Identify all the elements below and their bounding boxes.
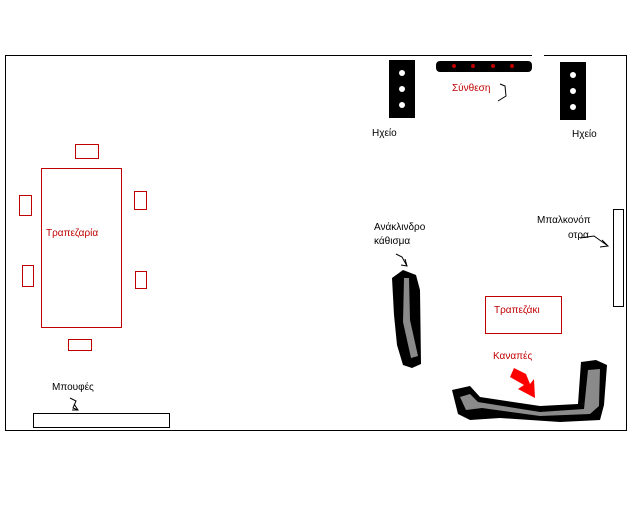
balcony-label-line1: Μπαλκονόπ bbox=[537, 215, 591, 226]
speaker-cone-icon bbox=[399, 86, 405, 92]
recliner-label-line2: κάθισμα bbox=[374, 236, 411, 247]
sofa-pointer-arrow bbox=[510, 368, 535, 398]
speaker-cone-icon bbox=[570, 72, 576, 78]
sideboard-label: Μπουφές bbox=[52, 382, 94, 393]
dining-chair-left-bottom bbox=[22, 265, 34, 287]
recliner-cushion bbox=[403, 278, 418, 358]
dining-chair-right-bottom bbox=[135, 271, 147, 289]
speaker-right-label: Ηχείο bbox=[572, 129, 597, 140]
stereo-pointer-arrow bbox=[497, 83, 507, 102]
coffee-table-label: Τραπεζάκι bbox=[494, 305, 540, 316]
balcony-door bbox=[613, 209, 624, 307]
dining-chair-top bbox=[75, 144, 99, 159]
recliner-pointer-arrow bbox=[395, 253, 408, 267]
dining-table-label: Τραπεζαρία bbox=[46, 228, 99, 239]
speaker-cone-icon bbox=[570, 88, 576, 94]
speaker-cone-icon bbox=[399, 102, 405, 108]
recliner-label-line1: Ανάκλινδρο bbox=[374, 222, 426, 233]
stereo-light bbox=[452, 64, 456, 68]
sofa-label: Καναπές bbox=[493, 351, 533, 362]
speaker-left-label: Ηχείο bbox=[372, 128, 397, 139]
dining-chair-left-top bbox=[19, 195, 32, 216]
stereo-unit bbox=[436, 61, 532, 72]
wall-gap bbox=[532, 54, 544, 57]
speaker-right bbox=[560, 62, 586, 120]
speaker-cone-icon bbox=[399, 70, 405, 76]
stereo-light bbox=[510, 64, 514, 68]
speaker-left bbox=[389, 60, 415, 118]
balcony-label-line2: οτρα bbox=[568, 230, 589, 241]
stereo-label: Σύνθεση bbox=[452, 83, 491, 94]
room-outline bbox=[5, 55, 627, 431]
sideboard bbox=[33, 413, 170, 428]
coffee-table bbox=[485, 296, 562, 334]
speaker-cone-icon bbox=[570, 104, 576, 110]
dining-chair-right-top bbox=[134, 191, 147, 210]
dining-chair-bottom bbox=[68, 339, 92, 351]
sofa-cushion bbox=[460, 369, 600, 416]
sideboard-pointer-arrow bbox=[69, 397, 79, 411]
balcony-pointer-arrow bbox=[579, 235, 610, 248]
stereo-light bbox=[491, 64, 495, 68]
stereo-light bbox=[471, 64, 475, 68]
dining-table bbox=[41, 168, 122, 328]
